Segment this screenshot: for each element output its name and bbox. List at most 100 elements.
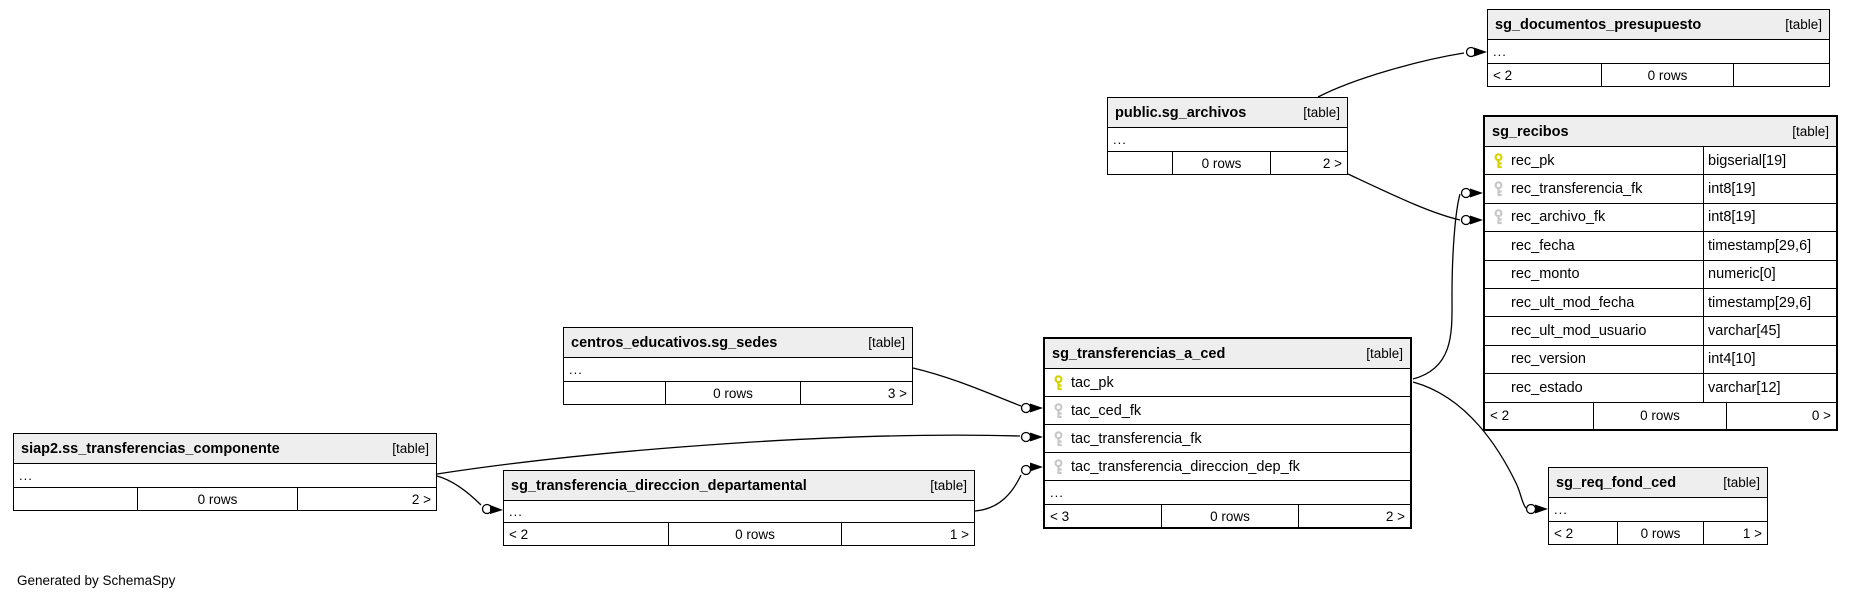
table-tag: [table] [868,335,905,350]
table-header[interactable]: sg_recibos [table] [1485,117,1836,147]
ellipsis-row: ... [1488,40,1829,64]
footer-next[interactable]: 2 > [411,491,431,507]
column-type: numeric[0] [1703,260,1836,288]
column-name: rec_pk [1511,152,1555,169]
column-type: varchar[12] [1703,374,1836,402]
column-type: varchar[45] [1703,317,1836,345]
column-type: int4[10] [1703,345,1836,374]
footer-row-count: 0 rows [1173,152,1271,174]
table-footer: < 2 0 rows [1488,64,1829,86]
footer-prev[interactable]: < 2 [1549,522,1618,544]
table-header[interactable]: sg_transferencia_direccion_departamental… [504,471,974,501]
column-row: rec_pk bigserial[19] [1485,147,1836,176]
table-tag: [table] [930,478,967,493]
column-row: tac_transferencia_direccion_dep_fk [1045,453,1410,481]
table-name[interactable]: centros_educativos.sg_sedes [571,334,778,351]
table-footer: < 3 0 rows 2 > [1045,505,1410,527]
fk-key-icon [1045,402,1071,419]
column-row: rec_transferencia_fk int8[19] [1485,175,1836,204]
footer-prev[interactable]: < 2 [1485,402,1594,429]
footer-row-count: 0 rows [1594,402,1727,429]
table-header[interactable]: public.sg_archivos [table] [1108,98,1347,128]
column-name: rec_estado [1511,379,1583,396]
footer-prev[interactable] [564,382,666,404]
column-row: tac_ced_fk [1045,397,1410,425]
table-centros-educativos-sg-sedes[interactable]: centros_educativos.sg_sedes [table] ... … [563,327,913,405]
table-name[interactable]: sg_transferencias_a_ced [1052,345,1226,362]
column-row: tac_pk [1045,369,1410,397]
edge-archivos-to-rec-archivo-fk [1347,173,1483,226]
generated-by-note: Generated by SchemaSpy [17,573,176,588]
table-header[interactable]: sg_transferencias_a_ced [table] [1045,339,1410,369]
footer-prev[interactable]: < 2 [1488,64,1602,86]
ellipsis-row: ... [504,501,974,523]
footer-row-count: 0 rows [1602,64,1734,86]
pk-key-icon [1485,152,1511,169]
footer-next[interactable]: 2 > [1322,155,1342,171]
column-row: rec_archivo_fk int8[19] [1485,203,1836,233]
table-footer: 0 rows 3 > [564,382,912,404]
table-name[interactable]: sg_recibos [1492,123,1569,140]
column-name: rec_version [1511,351,1586,368]
footer-prev[interactable] [14,488,138,510]
footer-next[interactable]: 2 > [1385,508,1405,524]
footer-row-count: 0 rows [669,523,842,545]
fk-key-icon [1045,430,1071,447]
column-name: tac_transferencia_direccion_dep_fk [1071,458,1300,475]
column-name: rec_fecha [1511,237,1575,254]
table-name[interactable]: sg_req_fond_ced [1556,474,1677,491]
column-name: rec_ult_mod_usuario [1511,323,1647,340]
column-name: tac_transferencia_fk [1071,430,1202,447]
column-type: int8[19] [1703,203,1836,232]
table-header[interactable]: sg_req_fond_ced [table] [1549,468,1767,498]
table-sg-recibos[interactable]: sg_recibos [table] rec_pk bigserial[19] … [1483,115,1838,431]
table-sg-documentos-presupuesto[interactable]: sg_documentos_presupuesto [table] ... < … [1487,9,1830,87]
fk-key-icon [1485,181,1511,197]
table-header[interactable]: centros_educativos.sg_sedes [table] [564,328,912,358]
ellipsis-row: ... [14,464,436,488]
column-name: tac_pk [1071,374,1114,391]
table-public-sg-archivos[interactable]: public.sg_archivos [table] ... 0 rows 2 … [1107,97,1348,175]
edge-archivos-to-documentos [1317,46,1487,98]
table-footer: 0 rows 2 > [14,488,436,510]
fk-key-icon [1045,458,1071,475]
column-row: rec_fecha timestamp[29,6] [1485,232,1836,261]
table-header[interactable]: siap2.ss_transferencias_componente [tabl… [14,434,436,464]
edge-componente-to-direccion [436,475,503,515]
edge-sedes-to-tac-ced-fk [912,367,1043,414]
ellipsis-row: ... [564,358,912,382]
table-footer: < 2 0 rows 1 > [1549,522,1767,544]
table-sg-transferencias-a-ced[interactable]: sg_transferencias_a_ced [table] tac_pk t… [1043,337,1412,529]
table-siap2-ss-transferencias-componente[interactable]: siap2.ss_transferencias_componente [tabl… [13,433,437,511]
column-type: int8[19] [1703,175,1836,203]
table-name[interactable]: sg_transferencia_direccion_departamental [511,477,807,494]
column-type: timestamp[29,6] [1703,288,1836,317]
footer-prev[interactable]: < 2 [504,523,669,545]
table-header[interactable]: sg_documentos_presupuesto [table] [1488,10,1829,40]
footer-next[interactable]: 1 > [1742,525,1762,541]
column-row: rec_monto numeric[0] [1485,260,1836,289]
table-tag: [table] [1723,475,1760,490]
footer-prev[interactable]: < 3 [1045,505,1162,527]
column-type: timestamp[29,6] [1703,232,1836,260]
footer-row-count: 0 rows [666,382,801,404]
footer-next[interactable] [1734,64,1829,86]
column-name: rec_archivo_fk [1511,209,1606,226]
table-sg-transferencia-direccion-departamental[interactable]: sg_transferencia_direccion_departamental… [503,470,975,546]
footer-next[interactable]: 0 > [1811,408,1831,424]
table-tag: [table] [1366,346,1403,361]
edge-componente-to-tac-transferencia-fk [436,431,1043,475]
footer-row-count: 0 rows [138,488,298,510]
ellipsis-row: ... [1108,128,1347,152]
table-name[interactable]: siap2.ss_transferencias_componente [21,440,280,457]
column-row: tac_transferencia_fk [1045,425,1410,453]
footer-next[interactable]: 3 > [887,385,907,401]
table-sg-req-fond-ced[interactable]: sg_req_fond_ced [table] ... < 2 0 rows 1… [1548,467,1768,545]
column-row: rec_version int4[10] [1485,345,1836,375]
table-name[interactable]: sg_documentos_presupuesto [1495,16,1702,33]
footer-prev[interactable] [1108,152,1173,174]
footer-next[interactable]: 1 > [949,526,969,542]
table-name[interactable]: public.sg_archivos [1115,104,1247,121]
ellipsis-row: ... [1549,498,1767,522]
edge-tac-pk-to-rec-transferencia-fk [1412,187,1483,380]
